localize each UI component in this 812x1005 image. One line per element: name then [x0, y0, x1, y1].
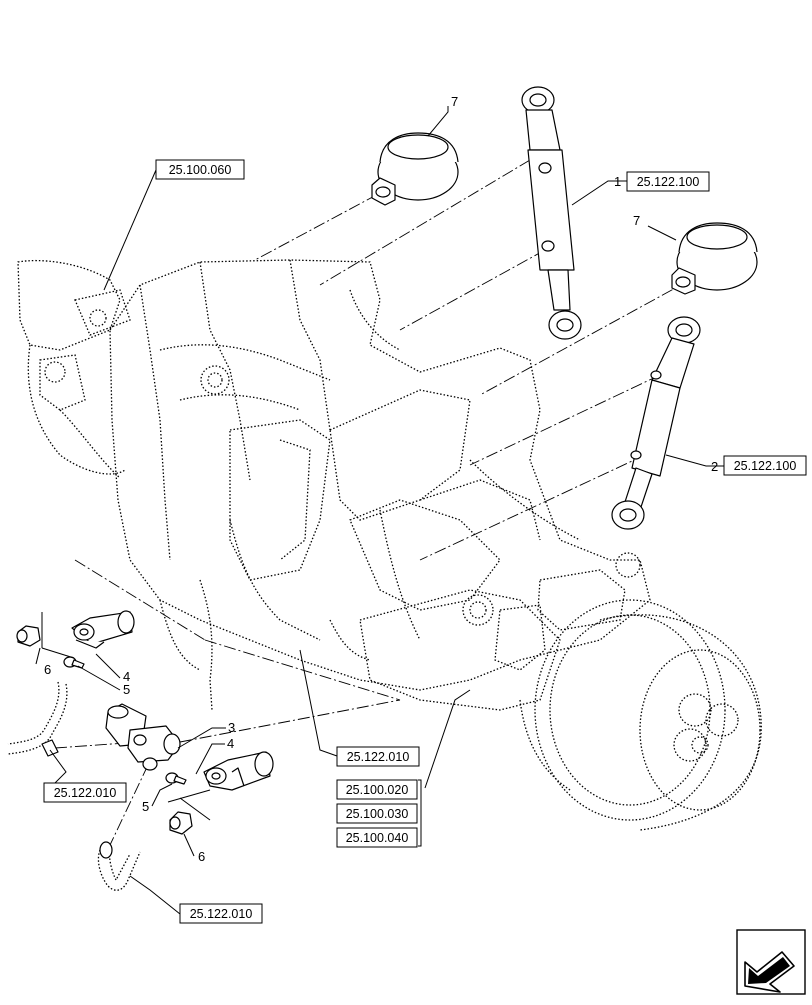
- transmission-housing: [17, 259, 762, 831]
- bolt-lower: [165, 772, 187, 785]
- callout-number: 3: [228, 720, 235, 735]
- callout-number: 6: [44, 662, 51, 677]
- callout-number: 7: [451, 94, 458, 109]
- fitting-lower: [169, 811, 193, 835]
- callout-number: 4: [123, 669, 130, 684]
- valve-block: [105, 703, 181, 771]
- callout-number: 5: [123, 682, 130, 697]
- ref-label: 25.122.100: [734, 459, 797, 473]
- ref-label: 25.100.020: [346, 783, 409, 797]
- hydraulic-cylinder-2: [611, 316, 701, 530]
- arrow-icon[interactable]: [736, 929, 806, 995]
- bolt-upper: [63, 656, 85, 669]
- callout-number: 7: [633, 213, 640, 228]
- accumulator-right: [671, 222, 758, 295]
- fitting-upper: [16, 625, 41, 647]
- valve-sleeve-lower: [203, 751, 274, 791]
- valve-sleeve-upper: [71, 610, 135, 649]
- ref-label: 25.122.010: [190, 907, 253, 921]
- callout-number: 1: [614, 174, 621, 189]
- reference-labels: 25.100.060 25.122.100 25.122.100 25.122.…: [43, 159, 807, 924]
- callout-number: 6: [198, 849, 205, 864]
- item-callouts: 1 2 3 4 4 5 5 6 6 7 7: [44, 94, 718, 864]
- accumulator-upper: [371, 132, 459, 206]
- callout-number: 5: [142, 799, 149, 814]
- hose-bottom: [97, 841, 141, 891]
- ref-label: 25.100.030: [346, 807, 409, 821]
- ref-label: 25.122.010: [347, 750, 410, 764]
- hose-left: [7, 681, 68, 757]
- callout-number: 2: [711, 459, 718, 474]
- ref-label: 25.122.010: [54, 786, 117, 800]
- ref-label: 25.100.040: [346, 831, 409, 845]
- callout-number: 4: [227, 736, 234, 751]
- ref-label: 25.122.100: [637, 175, 700, 189]
- ref-label: 25.100.060: [169, 163, 232, 177]
- leader-lines: [35, 106, 724, 915]
- hydraulic-cylinder-1: [521, 86, 582, 340]
